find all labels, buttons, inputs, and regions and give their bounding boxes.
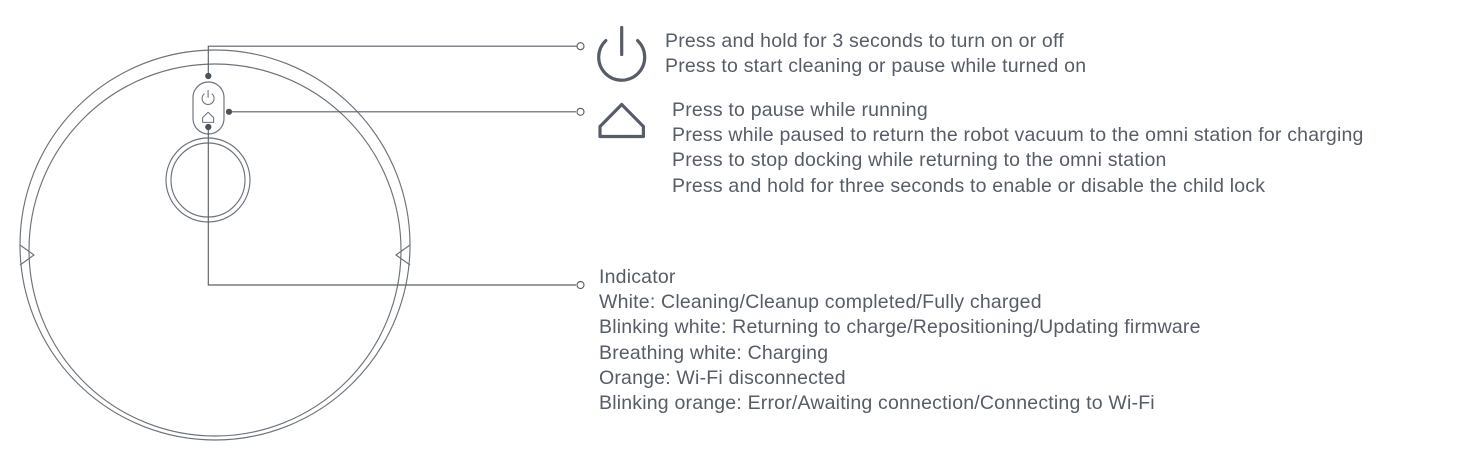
callout-indicator-line-blinking-white: Blinking white: Returning to charge/Repo… <box>599 316 1201 339</box>
callout-home-line-3: Press to stop docking while returning to… <box>672 149 1167 172</box>
leader-endpoint-power <box>576 42 585 51</box>
callout-home-text: Press to pause while running Press while… <box>672 98 1364 199</box>
callout-home-line-2: Press while paused to return the robot v… <box>672 124 1364 147</box>
leader-lines <box>205 42 585 290</box>
bumper-notch-right <box>395 244 411 266</box>
power-icon <box>597 25 647 82</box>
leader-line-power <box>207 45 578 76</box>
callout-home-line-4: Press and hold for three seconds to enab… <box>672 174 1266 197</box>
callout-home-line-1: Press to pause while running <box>672 99 928 121</box>
callout-indicator-line-white: White: Cleaning/Cleanup completed/Fully … <box>599 291 1042 314</box>
callout-indicator-title: Indicator <box>599 266 676 288</box>
power-button <box>201 89 215 105</box>
callout-indicator-line-blinking-orange: Blinking orange: Error/Awaiting connecti… <box>599 392 1155 415</box>
leader-anchor-home <box>225 108 233 115</box>
leader-endpoint-home <box>576 107 585 116</box>
callout-indicator-text: Indicator White: Cleaning/Cleanup comple… <box>599 265 1201 416</box>
leader-anchor-indicator <box>205 123 212 131</box>
leader-endpoint-indicator <box>576 280 585 290</box>
callout-power-text: Press and hold for 3 seconds to turn on … <box>665 29 1086 79</box>
callout-indicator-line-orange: Orange: Wi-Fi disconnected <box>599 366 846 389</box>
leader-line-indicator <box>207 127 576 286</box>
leader-anchor-power <box>205 72 212 80</box>
bumper-notch-left <box>19 244 35 266</box>
callout-power-line-1: Press and hold for 3 seconds to turn on … <box>665 30 1064 52</box>
home-button <box>202 111 215 123</box>
callout-power-line-2: Press to start cleaning or pause while t… <box>665 55 1087 78</box>
inner-body-circle <box>28 63 402 437</box>
home-icon <box>598 102 645 139</box>
callout-indicator-line-breathing-white: Breathing white: Charging <box>599 341 829 364</box>
